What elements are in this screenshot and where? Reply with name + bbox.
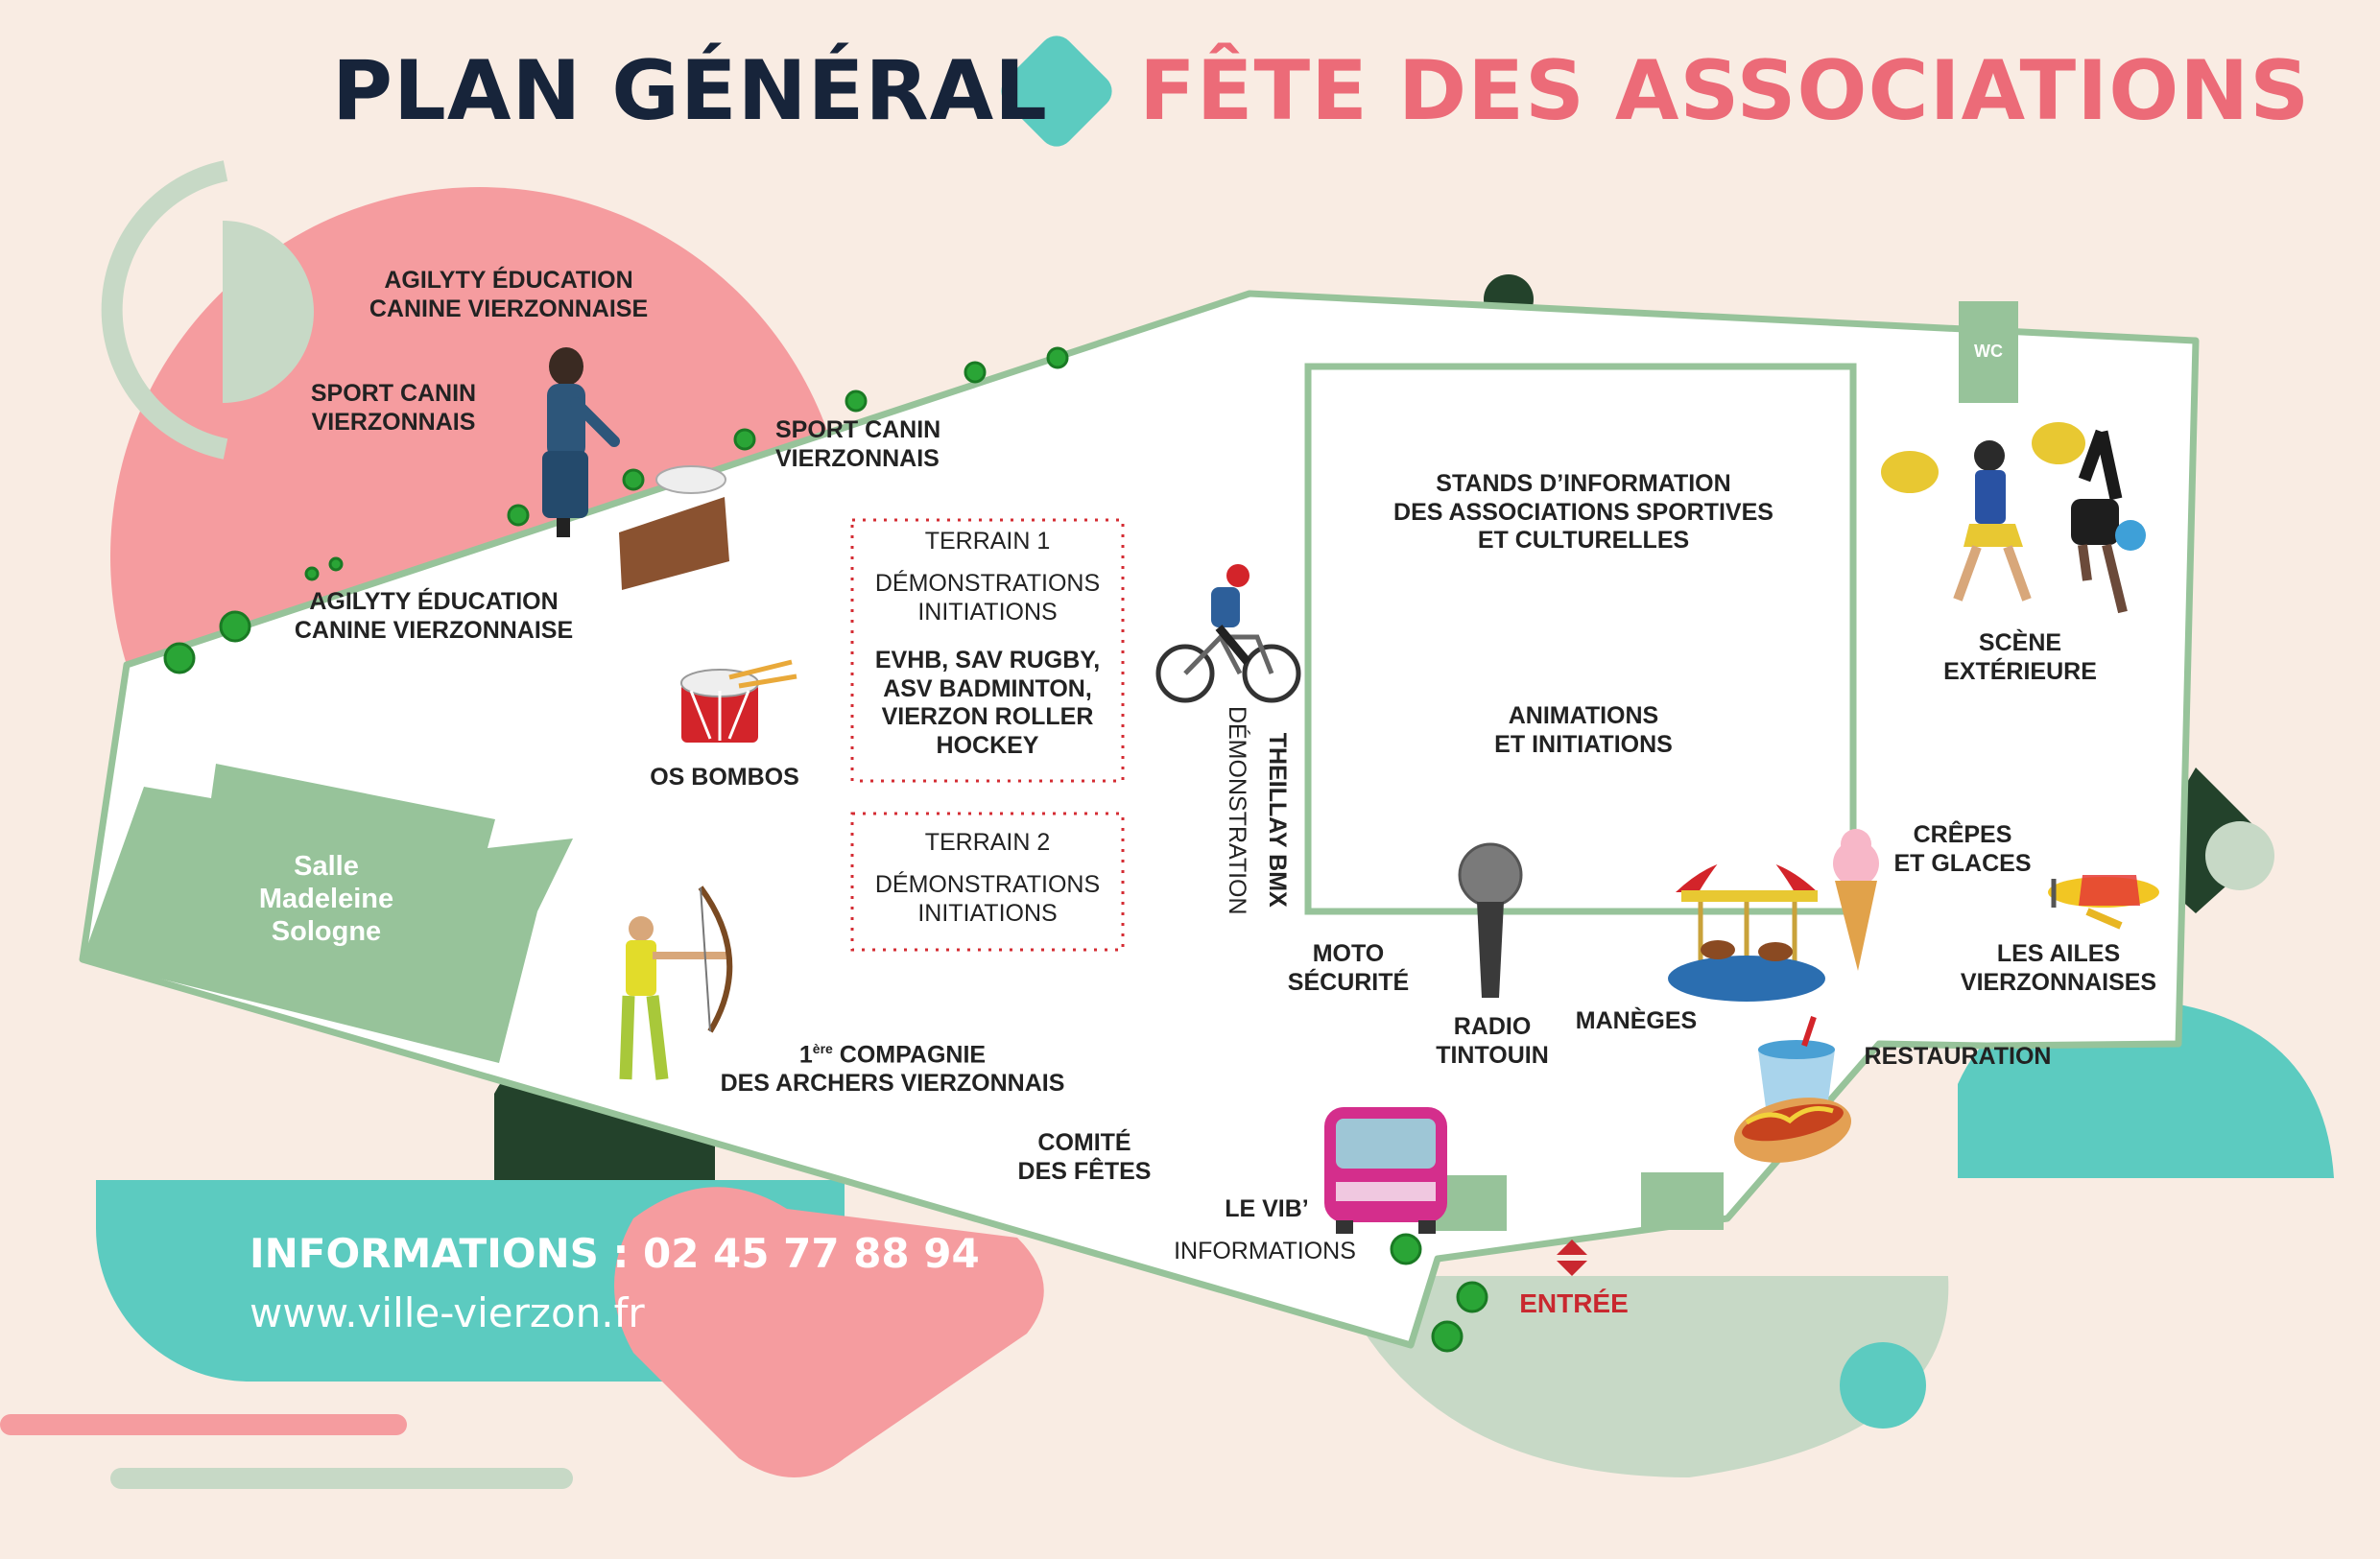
label-terrain1-clubs: EVHB, SAV RUGBY, ASV BADMINTON, VIERZON … [874, 647, 1101, 759]
entrance-arrow-icon [1557, 1240, 1587, 1276]
label-bmx-demo: DÉMONSTRATION [1223, 705, 1250, 915]
label-moto: MOTO SÉCURITÉ [1287, 940, 1410, 996]
sage-half-circle-decor [223, 221, 314, 403]
label-agility-top: AGILYTY ÉDUCATION CANINE VIERZONNAISE [369, 267, 649, 322]
label-archers-ordinal: 1 [798, 1041, 813, 1069]
title-left: PLAN GÉNÉRAL [332, 43, 1048, 139]
title-right: FÊTE DES ASSOCIATIONS [1139, 43, 2311, 139]
label-sport-canin-left: SPORT CANIN VIERZONNAIS [310, 380, 477, 436]
salle-building [83, 764, 573, 1063]
info-website[interactable]: www.ville-vierzon.fr [250, 1289, 645, 1336]
label-radio: RADIO TINTOUIN [1436, 1013, 1549, 1069]
label-vib-info: INFORMATIONS [1174, 1238, 1356, 1264]
label-archers-text: COMPAGNIE DES ARCHERS VIERZONNAIS [720, 1041, 1065, 1097]
label-entree: ENTRÉE [1519, 1288, 1629, 1318]
site-outline [79, 290, 2200, 1349]
pink-diamond-decor [614, 1187, 1044, 1477]
info-line: INFORMATIONS : 02 45 77 88 94 [250, 1230, 980, 1277]
label-terrain1-demo: DÉMONSTRATIONS INITIATIONS [874, 570, 1101, 626]
wc-block [1959, 301, 2018, 403]
pink-bar-decor [0, 1414, 407, 1435]
bus-icon [1324, 1107, 1447, 1234]
label-archers: 1ère COMPAGNIE DES ARCHERS VIERZONNAIS [691, 1041, 1094, 1098]
label-maneges: MANÈGES [1575, 1007, 1698, 1034]
info-prefix: INFORMATIONS : [250, 1230, 643, 1277]
label-animations: ANIMATIONS ET INITIATIONS [1494, 702, 1673, 758]
drum-icon [680, 659, 797, 743]
sage-dot-decor [2205, 821, 2274, 890]
archer-icon [619, 886, 733, 1080]
label-terrain2-demo: DÉMONSTRATIONS INITIATIONS [874, 871, 1101, 927]
teal-dot-decor [1840, 1342, 1926, 1429]
stands-enclosure [1304, 363, 1857, 915]
info-phone[interactable]: 02 45 77 88 94 [642, 1230, 980, 1277]
label-os-bombos: OS BOMBOS [650, 764, 799, 791]
ice-cream-icon [1833, 829, 1879, 971]
microphone-icon [1458, 842, 1523, 998]
terrain1-box [850, 518, 1125, 783]
breakdancer-icon [2071, 429, 2146, 614]
carousel-icon [1668, 839, 1825, 1002]
label-scene: SCÈNE EXTÉRIEURE [1943, 629, 2097, 685]
diamond-icon [1001, 35, 1112, 147]
label-comite: COMITÉ DES FÊTES [1017, 1129, 1152, 1185]
label-archers-sup: ère [812, 1041, 833, 1056]
sage-arc-decor [101, 160, 228, 460]
tree-icon [163, 346, 1488, 1353]
label-terrain2-title: TERRAIN 2 [924, 829, 1051, 856]
label-wc: WC [1974, 342, 2003, 361]
cheerleader-icon [1881, 422, 2085, 602]
label-sport-canin-mid: SPORT CANIN VIERZONNAIS [775, 416, 941, 472]
label-bmx-name: THEILLAY BMX [1263, 732, 1291, 908]
label-crepes: CRÊPES ET GLACES [1893, 821, 2032, 877]
hotdog-icon [1733, 1098, 1852, 1163]
block-right [1641, 1172, 1724, 1230]
label-stands: STANDS D’INFORMATION DES ASSOCIATIONS SP… [1393, 470, 1773, 554]
label-restauration: RESTAURATION [1864, 1043, 2052, 1070]
airplane-icon [2048, 875, 2159, 930]
sage-bottom-decor [1334, 1276, 1949, 1477]
terrain2-box [850, 812, 1125, 952]
cyclist-icon [1155, 564, 1301, 703]
label-agility-mid: AGILYTY ÉDUCATION CANINE VIERZONNAISE [294, 588, 574, 644]
label-ailes: LES AILES VIERZONNAISES [1960, 940, 2157, 996]
label-salle: Salle Madeleine Sologne [258, 851, 394, 948]
sage-bar-decor [110, 1468, 573, 1489]
label-terrain1-title: TERRAIN 1 [924, 528, 1051, 555]
dog-trainer-icon [542, 347, 729, 590]
label-vib: LE VIB’ [1225, 1195, 1309, 1222]
